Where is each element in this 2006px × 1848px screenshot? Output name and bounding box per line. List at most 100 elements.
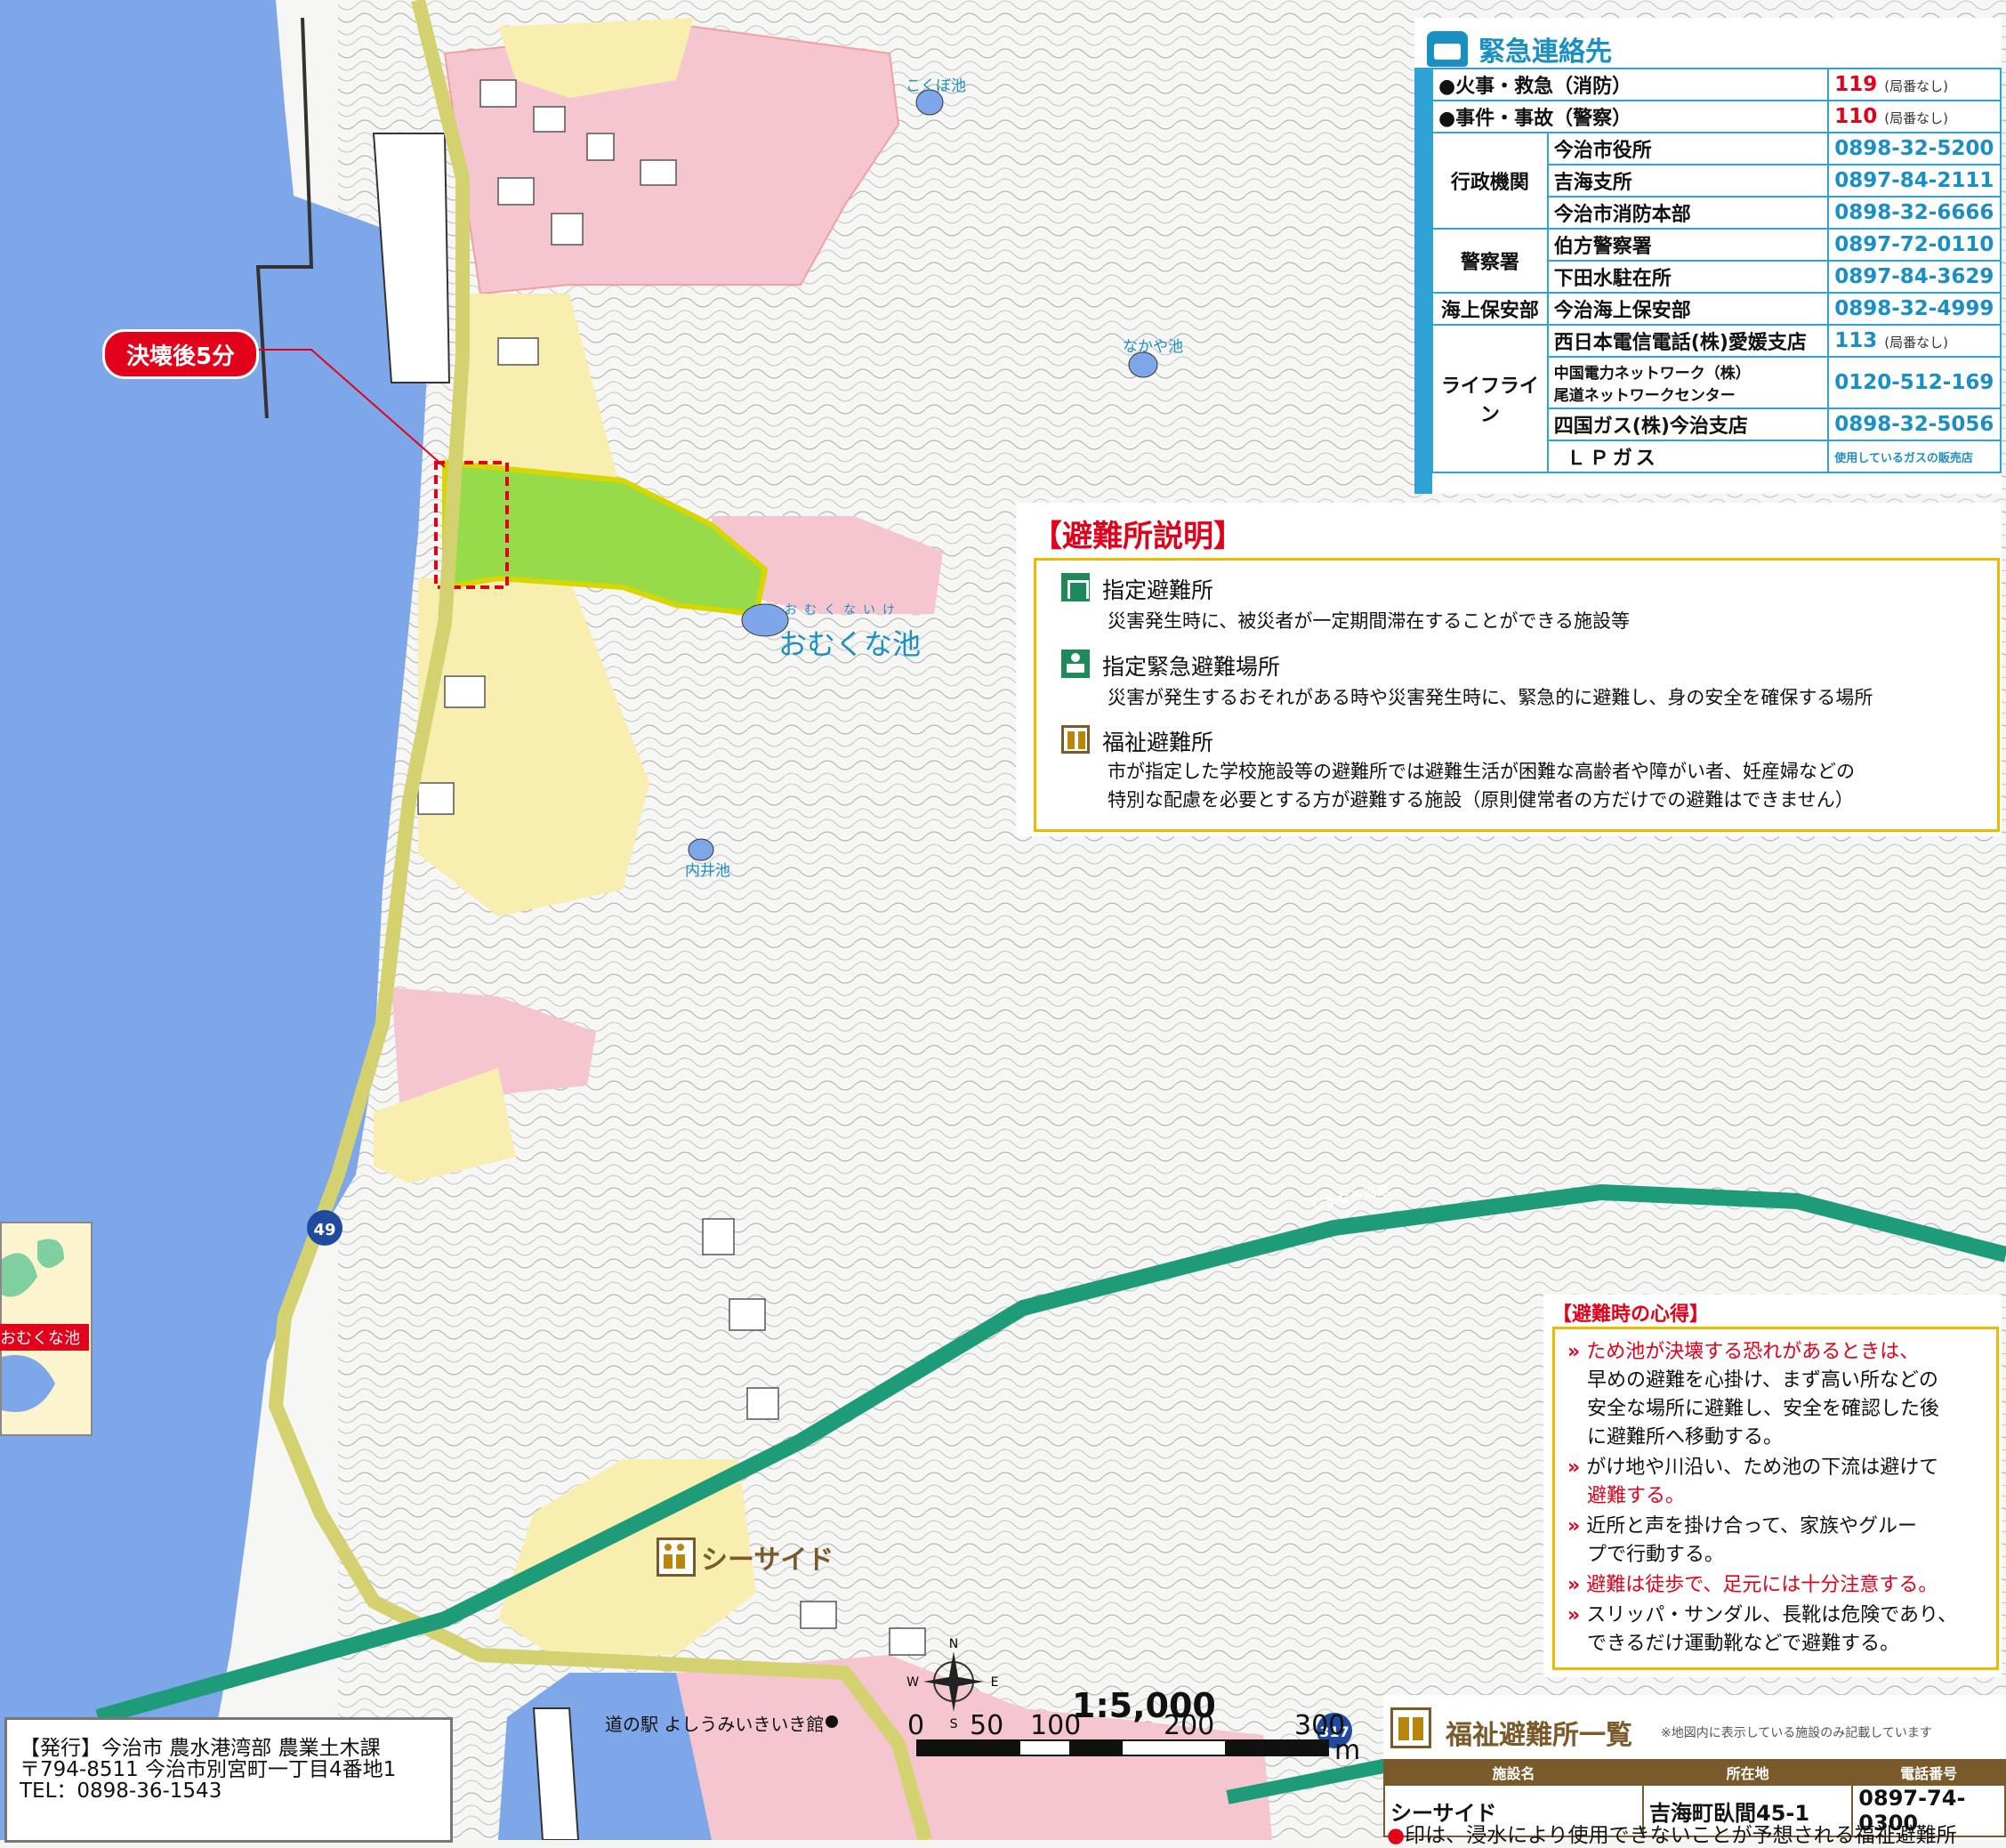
- route-49-shield: 49: [307, 1210, 342, 1246]
- shelter-explanation-box: 指定避難所 災害発生時に、被災者が一定期間滞在することができる施設等 指定緊急避…: [1034, 558, 2000, 832]
- shelter-label-seaside: シーサイド: [701, 1545, 834, 1576]
- burst-time-label: 決壊後5分: [102, 329, 259, 379]
- shelter-type-name: 福祉避難所: [1102, 730, 1214, 755]
- scale-tick-50: 50: [970, 1710, 1004, 1741]
- contact-name-line2: 尾道ネットワークセンター: [1553, 387, 1736, 405]
- column-header: 施設名: [1383, 1759, 1644, 1786]
- contact-note: (局番なし): [1884, 110, 1948, 126]
- contact-number[interactable]: 0897-72-0110: [1827, 228, 2002, 262]
- welfare-shelter-marker[interactable]: シーサイド: [657, 1537, 834, 1577]
- facility-phone[interactable]: 0897-74-0300: [1851, 1784, 2006, 1837]
- emergency-title-row: 緊急連絡先: [1414, 25, 1612, 73]
- facility-address: 吉海町臥間45-1: [1641, 1784, 1854, 1837]
- welfare-footnote: ●印は、浸水により使用できないことが予想される福祉避難所: [1387, 1824, 1957, 1847]
- flood-zone-pink-south: [391, 988, 596, 1112]
- table-row: ＬＰガス使用しているガスの販売店: [1414, 440, 2002, 473]
- pond-kokubo: [915, 89, 944, 116]
- scale-unit: m: [1334, 1735, 1361, 1766]
- shelter-type-desc: 災害発生時に、被災者が一定期間滞在することができる施設等: [1108, 610, 1630, 632]
- flood-zone-yellow-south: [418, 578, 649, 916]
- contact-note: (局番なし): [1884, 78, 1948, 94]
- table-row: 中国電力ネットワーク（株） 尾道ネットワークセンター 0120-512-169: [1414, 356, 2002, 409]
- welfare-shelter-table: 施設名 所在地 電話番号 シーサイド 吉海町臥間45-1 0897-74-030…: [1383, 1759, 2006, 1837]
- contact-name: 伯方警察署: [1546, 228, 1830, 262]
- contact-number: 使用しているガスの販売店: [1827, 440, 2002, 473]
- scale-tick-0: 0: [907, 1710, 925, 1741]
- inset-pond-label: おむくな池: [0, 1324, 89, 1351]
- pond-label-omukuna: おむくな池: [778, 627, 921, 661]
- pond-omukuna: [741, 603, 789, 637]
- contact-name: ●火事・救急（消防）: [1430, 68, 1830, 101]
- contact-name: 今治市消防本部: [1546, 196, 1830, 230]
- expressway-ramp: [1226, 1755, 1407, 1804]
- welfare-shelter-list: 福祉避難所一覧 ※地図内に表示している施設のみ記載しています 施設名 所在地 電…: [1383, 1695, 2006, 1847]
- breakwater: [255, 17, 314, 419]
- svg-text:E: E: [991, 1675, 999, 1690]
- map-scale-ratio: 1:5,000: [1072, 1686, 1216, 1725]
- shelter-type-name: 指定避難所: [1102, 577, 1214, 603]
- shelter-type-desc: 災害が発生するおそれがある時や災害発生時に、緊急的に避難し、身の安全を確保する場…: [1108, 687, 1873, 708]
- contact-number[interactable]: 0898-32-5200: [1827, 132, 2002, 165]
- contact-name: ＬＰガス: [1546, 440, 1830, 473]
- flood-zone-yellow-seaside: [498, 1459, 756, 1655]
- contact-number[interactable]: 0897-84-3629: [1827, 260, 2002, 294]
- telephone-icon: [1427, 31, 1468, 67]
- contact-number[interactable]: 113: [1834, 329, 1878, 352]
- pond-uchii: [688, 838, 714, 861]
- contact-number[interactable]: 0898-32-5056: [1827, 408, 2002, 441]
- flood-zone-5min: [442, 459, 769, 617]
- chevron-right-icon: »: [1567, 1341, 1581, 1363]
- road-station-label: 道の駅 よしうみいきいき館: [605, 1714, 825, 1735]
- welfare-icon: [1061, 725, 1090, 754]
- publisher-phone: TEL：0898-36-1543: [20, 1779, 222, 1803]
- road-station-dot: [826, 1715, 838, 1728]
- shelter-type-desc: 市が指定した学校施設等の避難所では避難生活が困難な高齢者や障がい者、妊産婦などの…: [1108, 761, 1855, 811]
- welfare-list-note: ※地図内に表示している施設のみ記載しています: [1661, 1726, 1932, 1740]
- evacuation-tips-box: » ため池が決壊する恐れがあるときは、 早めの避難を心掛け、まず高い所などの 安…: [1552, 1327, 1999, 1670]
- contact-category: ライフライン: [1430, 324, 1549, 473]
- contact-number[interactable]: 0120-512-169: [1827, 356, 2002, 409]
- contact-number[interactable]: 0898-32-6666: [1827, 196, 2002, 230]
- welfare-list-title: 福祉避難所一覧: [1446, 1720, 1632, 1751]
- emergency-title: 緊急連絡先: [1478, 36, 1612, 68]
- svg-text:W: W: [906, 1675, 919, 1690]
- contact-name: 西日本電信電話(株)愛媛支店: [1546, 324, 1830, 358]
- contact-number[interactable]: 110: [1834, 105, 1878, 128]
- scale-bar: [916, 1739, 1329, 1756]
- tip-item: » スリッパ・サンダル、長靴は危険であり、 できるだけ運動靴などで避難する。: [1567, 1604, 1958, 1655]
- scale-tick-300: 300: [1294, 1710, 1346, 1741]
- scale-tick-200: 200: [1164, 1710, 1215, 1741]
- contact-category: 警察署: [1430, 228, 1549, 294]
- contact-name: ●事件・事故（警察）: [1430, 100, 1830, 133]
- chevron-right-icon: »: [1567, 1604, 1581, 1626]
- column-header: 電話番号: [1851, 1759, 2006, 1786]
- flood-zone-yellow-coast: [374, 1068, 516, 1183]
- contact-number[interactable]: 0898-32-4999: [1827, 292, 2002, 326]
- table-header-row: 施設名 所在地 電話番号: [1383, 1759, 2006, 1786]
- chevron-right-icon: »: [1567, 1457, 1581, 1479]
- flood-zone-pink-east: [712, 516, 943, 614]
- shelter-explanation-title: 【避難所説明】: [1032, 519, 1244, 554]
- contact-name: 下田水駐在所: [1546, 260, 1830, 294]
- pond-label-nakaya: なかや池: [1123, 338, 1183, 356]
- burst-area-highlight: [434, 461, 509, 589]
- tip-item: » ため池が決壊する恐れがあるときは、 早めの避難を心掛け、まず高い所などの 安…: [1567, 1341, 1940, 1449]
- contact-number[interactable]: 119: [1834, 73, 1878, 96]
- pond-nakaya: [1128, 351, 1158, 378]
- publisher-info: 【発行】今治市 農水港湾部 農業土木課 〒794-8511 今治市別宮町一丁目4…: [4, 1717, 453, 1843]
- contact-number[interactable]: 0897-84-2111: [1827, 164, 2002, 198]
- sea-area: [0, 0, 427, 1840]
- evacuation-tips-title: 【避難時の心得】: [1552, 1303, 1710, 1326]
- contact-name: 四国ガス(株)今治支店: [1546, 408, 1830, 441]
- pond-label-uchii: 内井池: [685, 862, 730, 880]
- chevron-right-icon: »: [1567, 1574, 1581, 1596]
- contact-name: 中国電力ネットワーク（株）: [1553, 365, 1751, 383]
- svg-text:N: N: [949, 1637, 958, 1651]
- welfare-icon: [657, 1537, 696, 1577]
